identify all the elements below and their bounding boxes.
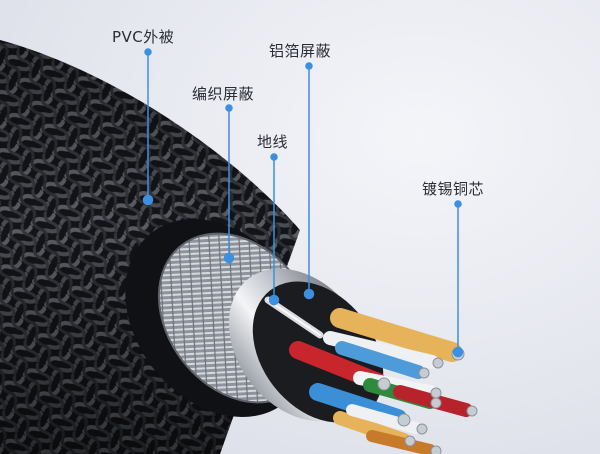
label-ground-wire: 地线 [257, 133, 289, 151]
label-braid-shield: 编织屏蔽 [192, 85, 255, 103]
conductor-blue [335, 341, 425, 379]
label-tinned-copper: 镀锡铜芯 [422, 180, 485, 198]
leader-lines [142, 48, 464, 358]
conductor-white [323, 331, 439, 369]
conductor-yellow [330, 308, 462, 362]
conductor-orange [366, 430, 436, 454]
label-pvc-jacket: PVC外被 [112, 28, 175, 46]
label-foil-shield: 铝箔屏蔽 [269, 42, 332, 60]
ground-wire [264, 296, 324, 339]
inner-conductors [289, 308, 478, 454]
